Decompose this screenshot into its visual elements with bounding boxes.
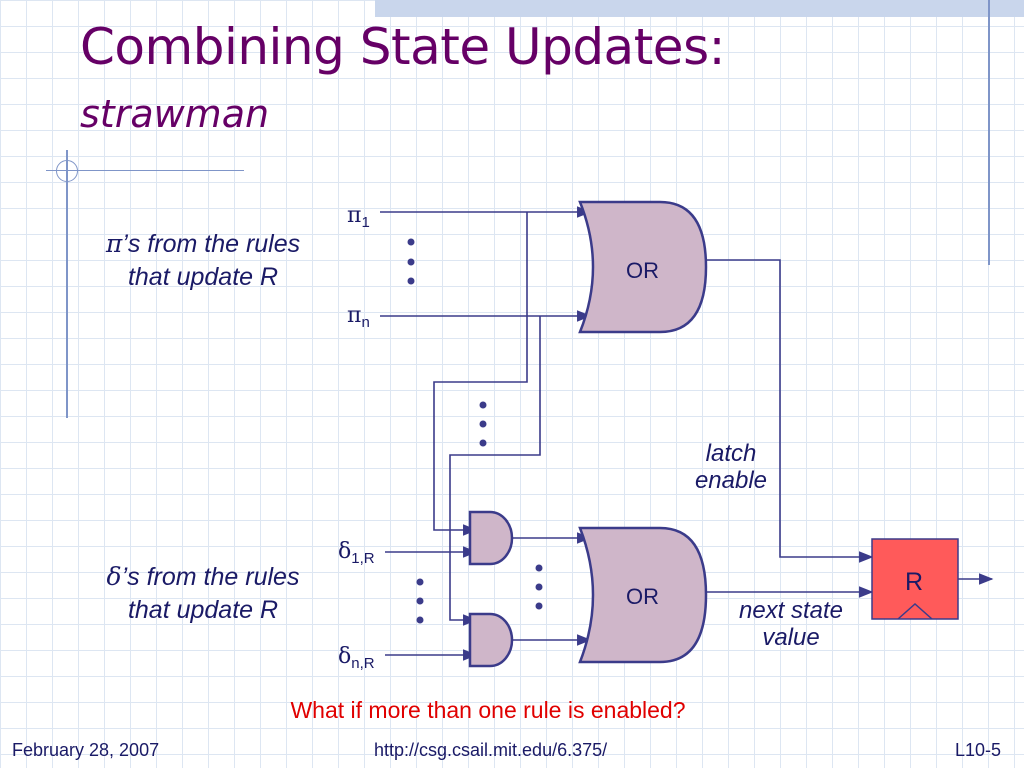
pi-note-line2-text: that update <box>127 263 260 291</box>
register-clock-triangle <box>897 602 933 620</box>
pi-note-line1: π’s from the rules <box>68 227 338 261</box>
delta-note-line1: δ’s from the rules <box>68 560 338 594</box>
delta-note-symbol: δ <box>106 562 122 591</box>
delta-note-line2-text: that update <box>127 596 260 624</box>
footer-date: February 28, 2007 <box>12 740 160 760</box>
pin-tap-wire <box>449 316 541 626</box>
next-state-line1: next state <box>738 597 844 624</box>
slide-title: Combining State Updates: <box>80 18 725 76</box>
register-box <box>871 538 959 620</box>
or-gate-top-label: OR <box>626 258 659 283</box>
slide-subtitle: strawman <box>80 92 270 136</box>
latch-enable-label: latch enable <box>664 440 798 494</box>
footer-slide-number: L10-5 <box>955 740 1002 760</box>
footer-url: http://csg.csail.mit.edu/6.375/ <box>374 740 608 760</box>
and-output-ellipsis-dots <box>535 564 543 610</box>
latch-enable-line1: latch <box>705 440 757 467</box>
pi-note-symbol: π <box>105 229 123 258</box>
delta-ellipsis-dots <box>416 578 424 624</box>
register-label: R <box>905 568 923 596</box>
horizontal-accent-rule <box>46 170 244 171</box>
deltan-label: δn,R <box>338 644 375 672</box>
delta-note-var: R <box>260 596 279 624</box>
header-accent-band <box>375 0 1024 17</box>
pi-note-line2: that update R <box>68 261 338 294</box>
delta1-label: δ1,R <box>338 539 375 567</box>
question-text: What if more than one rule is enabled? <box>290 697 686 723</box>
latch-enable-wire <box>706 259 874 563</box>
delta-note-line2: that update R <box>68 594 338 627</box>
pi1-label: π1 <box>347 203 370 231</box>
delta-note: δ’s from the rules that update R <box>68 560 338 627</box>
tap-ellipsis-dots <box>479 401 487 447</box>
right-accent-rule <box>988 0 990 265</box>
or-gate-bottom-label: OR <box>626 584 659 609</box>
pi-note: π’s from the rules that update R <box>68 227 338 294</box>
left-accent-rule <box>66 150 68 418</box>
pi1-tap-wire <box>433 212 528 536</box>
pin-label: πn <box>347 303 370 331</box>
or-gate-bottom <box>578 526 708 664</box>
pi-ellipsis-dots <box>407 238 415 285</box>
accent-circle <box>56 160 78 182</box>
next-state-line2: value <box>762 624 820 651</box>
delta-note-text: ’s from the rules <box>121 563 300 591</box>
next-state-label: next state value <box>708 597 874 651</box>
and-gate-n <box>468 612 514 668</box>
or-gate-top <box>578 200 708 334</box>
latch-enable-line2: enable <box>694 467 768 494</box>
and-gate-1 <box>468 510 514 566</box>
pi-note-text: ’s from the rules <box>122 230 301 258</box>
pi-note-var: R <box>260 263 279 291</box>
